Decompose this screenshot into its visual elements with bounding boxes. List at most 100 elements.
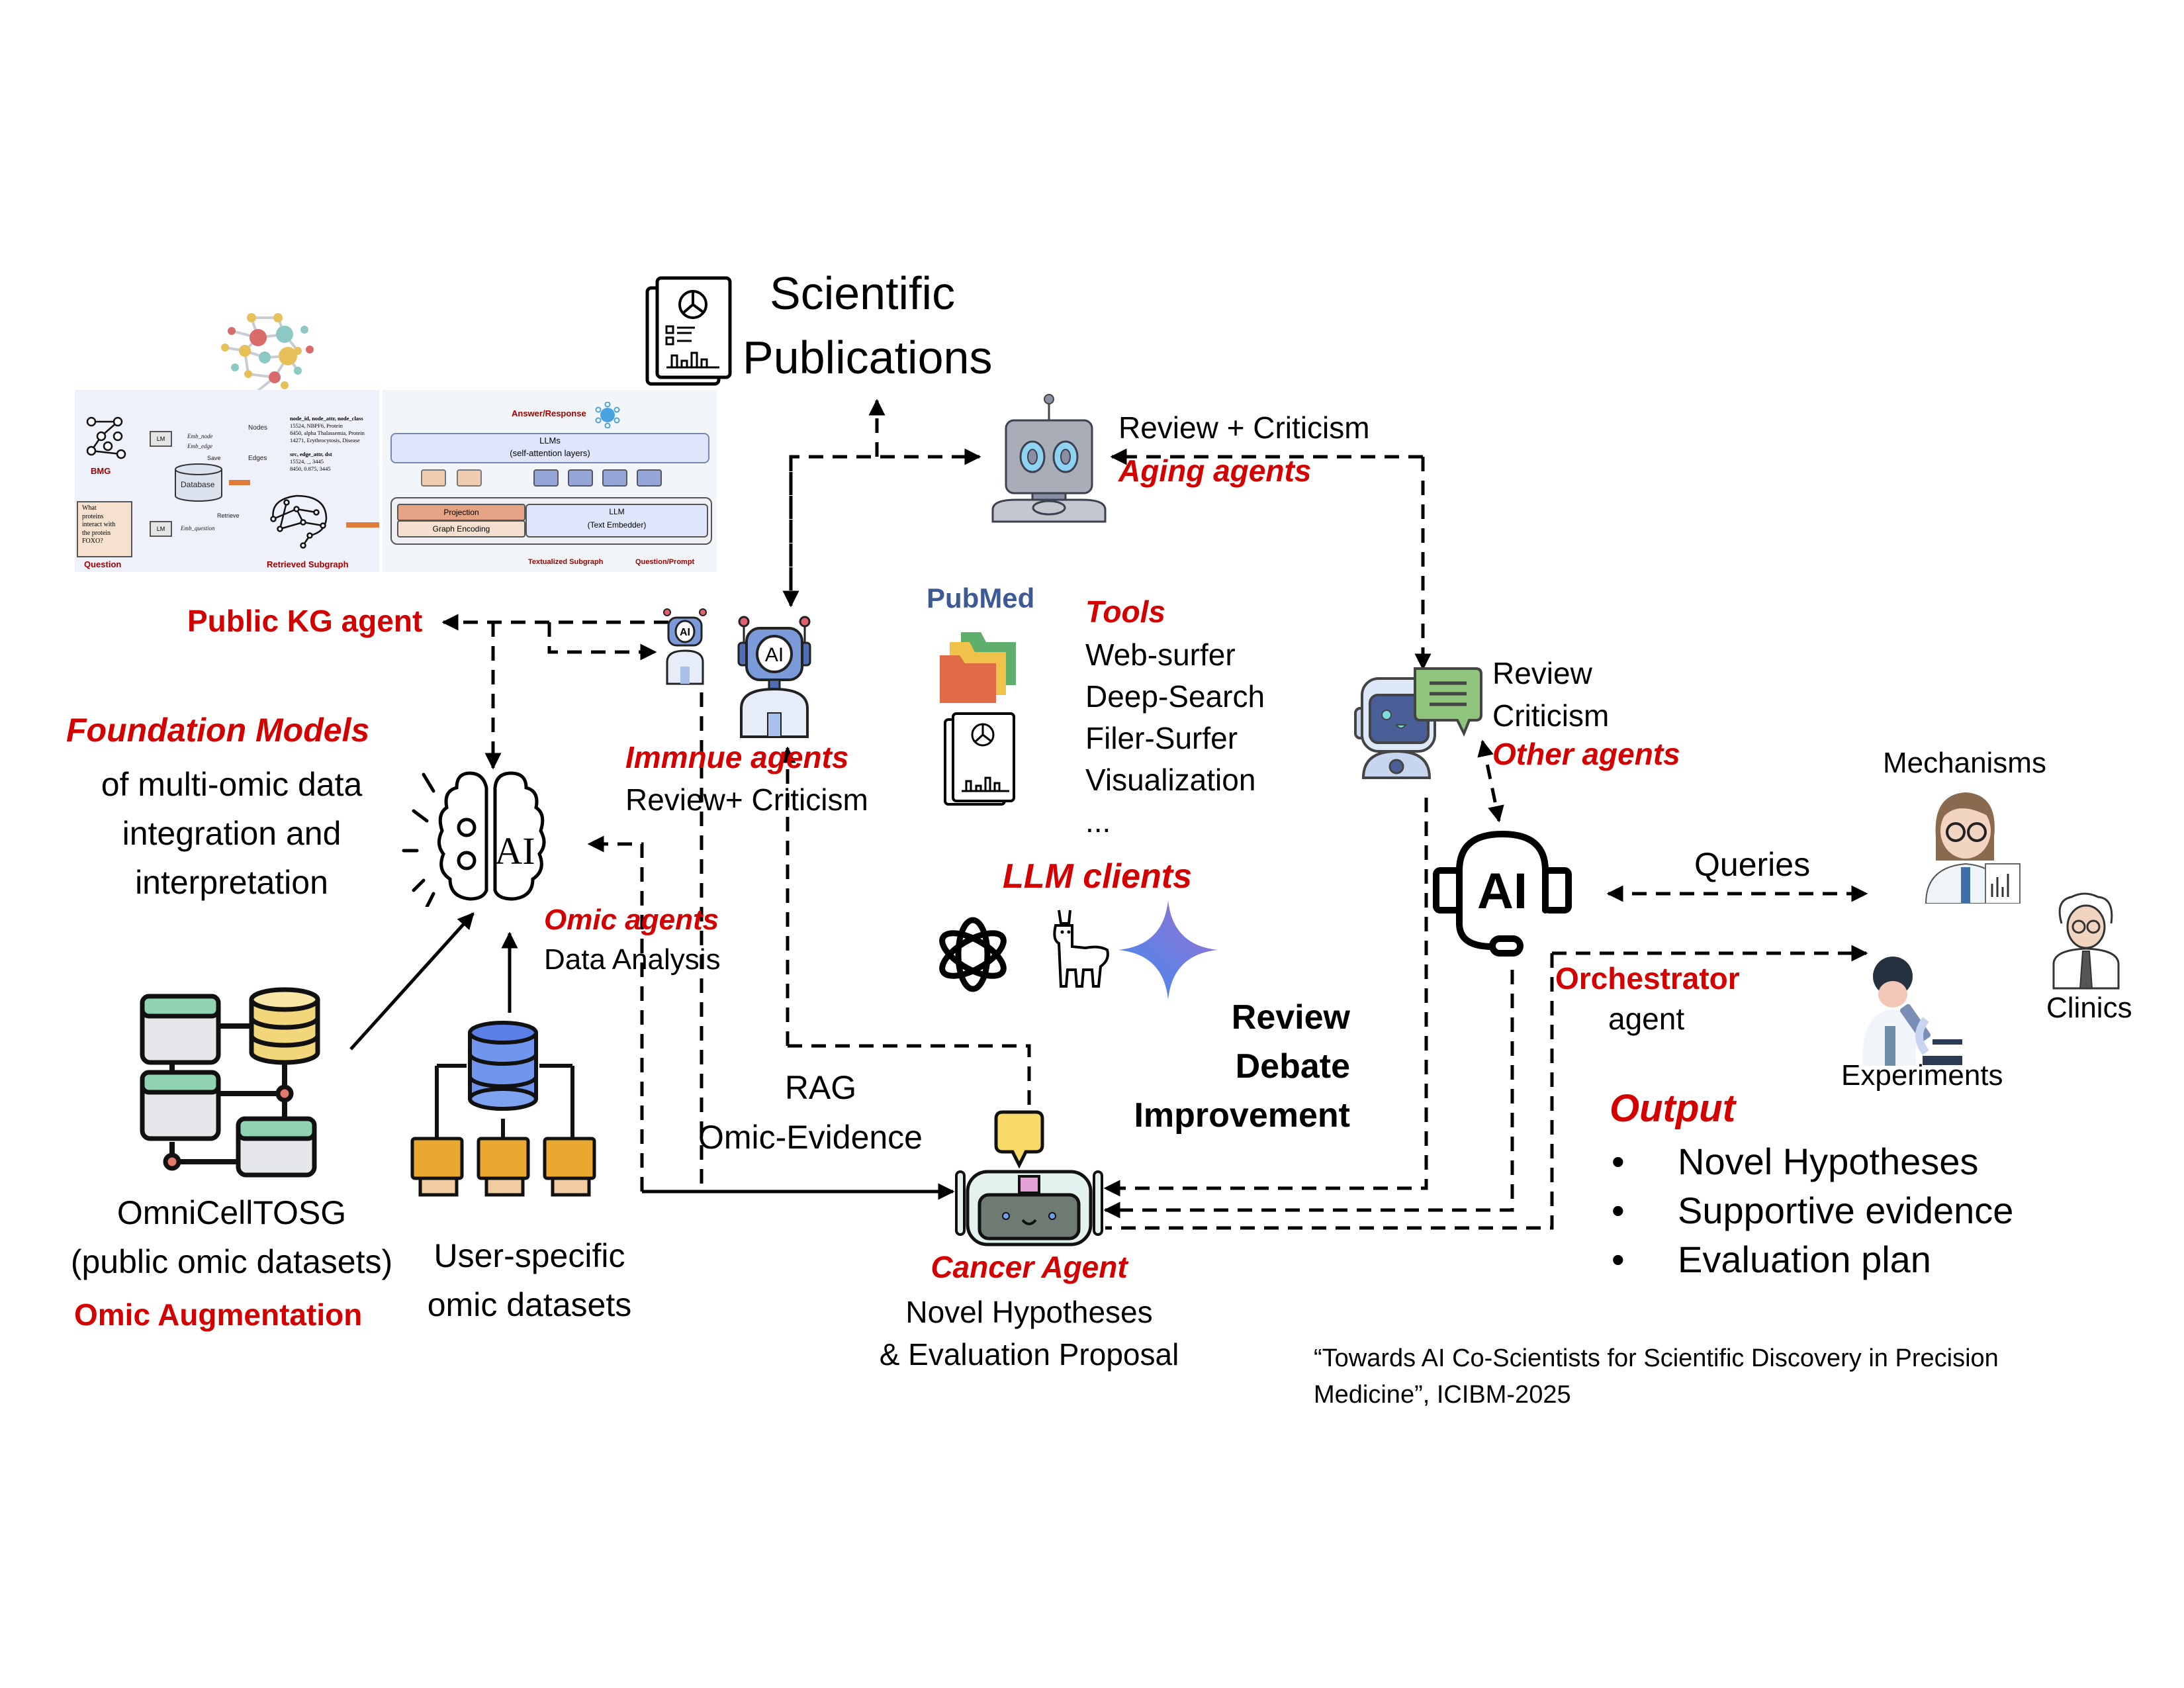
- tool-item: Filer-Surfer: [1085, 721, 1238, 755]
- output-title: Output: [1610, 1087, 1736, 1130]
- output-list: •Novel Hypotheses •Supportive evidence •…: [1608, 1137, 2013, 1284]
- omic-agent-role: Data Analysis: [544, 943, 721, 976]
- save-label: Save: [207, 455, 221, 461]
- orchestrator-ai-glyph: AI: [1477, 863, 1527, 919]
- text-token-2: [568, 469, 593, 487]
- aging-agent-role: Review + Criticism: [1118, 410, 1370, 445]
- folders-icon: [940, 632, 1016, 703]
- arrow-omnicell-to-brain: [349, 912, 475, 1051]
- publication-document-icon: [645, 276, 732, 386]
- output-item: •Supportive evidence: [1612, 1190, 2014, 1231]
- omnicell-label: OmniCellTOSG (public omic datasets): [70, 1194, 393, 1280]
- tool-item: Web-surfer: [1085, 637, 1236, 672]
- cancer-agent-name: Cancer Agent: [931, 1250, 1128, 1284]
- arrow-orch-loop: [1105, 953, 1554, 1230]
- orange-arrow-2: [346, 522, 379, 528]
- tools-list: Web-surfer Deep-Search Filer-Surfer Visu…: [1085, 634, 1265, 843]
- text-embedder-box: LLM (Text Embedder): [525, 504, 708, 538]
- llama-icon: [1053, 910, 1109, 988]
- arrow-other-to-cancer: [1103, 798, 1428, 1197]
- other-agent-roles: Review Criticism: [1492, 656, 1610, 733]
- nodes-table: node_id, node_attr, node_class 15524, NB…: [290, 415, 365, 444]
- speech-bubble-icon: [994, 1110, 1044, 1168]
- retrieved-subgraph-brain-icon: [270, 494, 328, 549]
- graph-encoding-box: Graph Encoding: [397, 520, 525, 538]
- public-kg-agent-label: Public KG agent: [187, 604, 423, 638]
- other-agent-chat-robot-icon: [1354, 667, 1482, 779]
- immune-agent-small-robot-icon: AI: [663, 608, 707, 685]
- text-token-3: [602, 469, 627, 487]
- immune-agent-role: Review+ Criticism: [625, 782, 868, 817]
- emb-node-label: Emb_node: [187, 433, 213, 440]
- aging-agent-name: Aging agents: [1118, 453, 1312, 488]
- emb-edge-label: Emb_edge: [187, 443, 212, 449]
- foundation-models-title: Foundation Models: [66, 712, 370, 749]
- rag-label: RAG: [784, 1069, 857, 1106]
- immune-agent-robot-icon: AI: [737, 616, 811, 738]
- question-prompt-label: Question/Prompt: [635, 558, 695, 566]
- retrieved-subgraph-label: Retrieved Subgraph: [267, 559, 349, 569]
- tools-title: Tools: [1085, 594, 1165, 629]
- lm-box-top: LM: [150, 431, 172, 447]
- projection-box: Projection: [397, 504, 525, 521]
- tool-item: ...: [1085, 804, 1111, 839]
- clinician-doctor-icon: [2052, 892, 2120, 990]
- arrow-other-orch: [1477, 739, 1504, 823]
- brain-ai-text: AI: [494, 829, 535, 872]
- cancer-agent-description: Novel Hypotheses & Evaluation Proposal: [879, 1295, 1179, 1372]
- orange-arrow-1: [229, 480, 250, 485]
- tool-item: Visualization: [1085, 763, 1256, 797]
- aging-agent-robot-icon: [991, 394, 1107, 523]
- text-token-4: [637, 469, 662, 487]
- immune-agent-name: Immnue agents: [625, 740, 849, 774]
- emb-question-label: Emb_question: [181, 525, 215, 532]
- edges-table: src, edge_attr, dst 15524, _, 3445 8450,…: [290, 451, 332, 473]
- immune-small-ai-glyph: AI: [680, 627, 690, 638]
- kg-retrieval-panel: BMG LM Emb_node Emb_edge Save Database W…: [75, 390, 379, 572]
- llms-layer-box: LLMs (self-attention layers): [390, 433, 709, 463]
- mechanisms-label: Mechanisms: [1883, 747, 2046, 779]
- foundation-model-brain-ai-icon: AI: [402, 771, 546, 907]
- scientist-woman-icon: [1925, 792, 2021, 904]
- database-label: Database: [181, 480, 215, 489]
- question-box: What proteins interact with the protein …: [77, 501, 132, 557]
- cancer-agent-robot-icon: [955, 1170, 1103, 1246]
- omic-evidence-label: Omic-Evidence: [698, 1119, 923, 1156]
- orchestrator-headset-ai-icon: AI: [1433, 831, 1572, 957]
- database-icon: [175, 463, 222, 502]
- llm-clients-title: LLM clients: [1003, 857, 1193, 896]
- foundation-models-description: of multi-omic data integration and inter…: [101, 766, 363, 901]
- text-token-1: [533, 469, 559, 487]
- brain-network-icon: [221, 313, 314, 391]
- immune-ai-glyph: AI: [765, 644, 784, 666]
- openai-icon: [939, 917, 1007, 992]
- user-datasets-label: User-specific omic datasets: [427, 1237, 632, 1323]
- edges-label: Edges: [248, 455, 267, 462]
- report-document-icon: [944, 712, 1015, 806]
- bmg-label: BMG: [91, 466, 111, 476]
- experiments-label: Experiments: [1841, 1059, 2003, 1092]
- nodes-label: Nodes: [248, 424, 267, 432]
- publications-title-line1: Scientific: [770, 267, 956, 319]
- lab-researcher-microscope-icon: [1862, 957, 1962, 1066]
- other-agent-name: Other agents: [1492, 737, 1680, 771]
- omic-agent-name: Omic agents: [544, 904, 719, 936]
- output-item: •Novel Hypotheses: [1612, 1141, 1979, 1182]
- answer-response-label: Answer/Response: [512, 408, 586, 418]
- review-debate-improvement: Review Debate Improvement: [1134, 998, 1350, 1135]
- gemini-icon: [1118, 900, 1218, 1000]
- queries-label: Queries: [1694, 846, 1811, 883]
- arrow-orch-to-cancer: [1103, 970, 1514, 1219]
- retrieve-label: Retrieve: [217, 512, 240, 519]
- graph-token-1: [421, 469, 446, 487]
- omnicell-database-network-icon: [140, 987, 320, 1178]
- tool-item: Deep-Search: [1085, 679, 1265, 714]
- arrow-omic-to-brain: [587, 835, 644, 1192]
- lm-box-bottom: LM: [150, 521, 172, 537]
- arrow-to-cancer-bubble: [788, 1044, 1038, 1127]
- output-item: •Evaluation plan: [1612, 1239, 1931, 1280]
- omic-augmentation-label: Omic Augmentation: [74, 1297, 363, 1332]
- arrow-kg-to-immune: [547, 622, 657, 661]
- publications-title-line2: Publications: [743, 332, 993, 383]
